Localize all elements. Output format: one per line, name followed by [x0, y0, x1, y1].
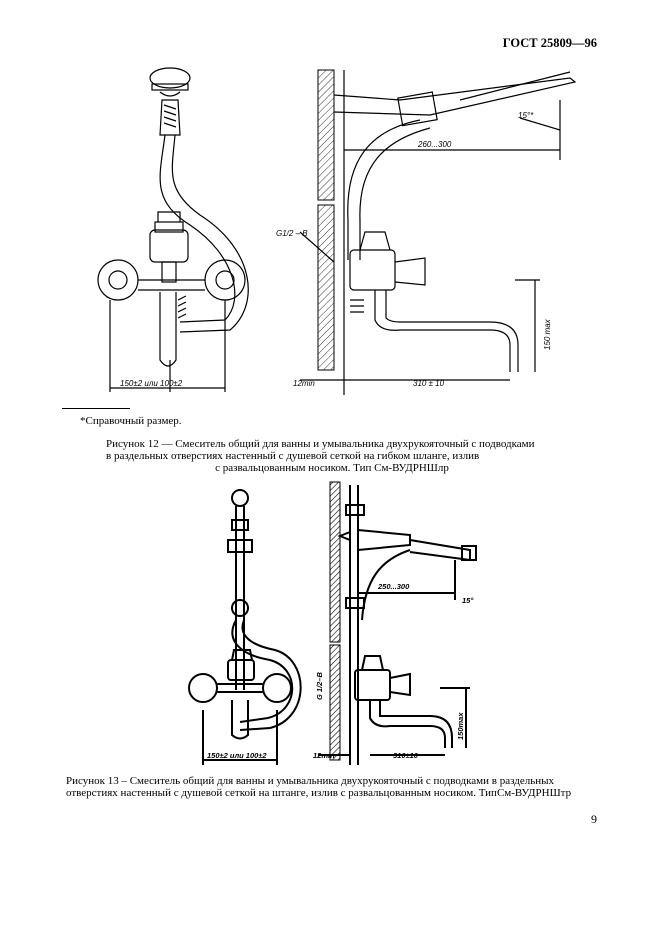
fig12-reach-dim: 260...300 — [417, 140, 452, 149]
fig12-angle-dim: 15°* — [518, 111, 534, 120]
left-handle-icon — [97, 259, 139, 301]
caption12-line1: Рисунок 12 — Смеситель общий для ванны и… — [106, 438, 535, 450]
fig13-height-dim: 150max — [456, 712, 465, 740]
page-number: 9 — [591, 812, 597, 826]
fig13-thread-dim: G 1/2–B — [315, 671, 324, 700]
fig13-left-width-dim: 150±2 или 100±2 — [207, 751, 267, 760]
footnote-rule — [62, 408, 130, 409]
fig12-spout-reach-dim: 310 ± 10 — [413, 379, 445, 388]
fig13-angle-dim: 15° — [462, 596, 474, 605]
figure-12-drawing: 150±2 или 100±2 15°* 260...300 G1/2 – B … — [97, 67, 577, 395]
fig12-height-dim: 150 max — [543, 318, 552, 350]
right-handle-icon — [262, 673, 292, 703]
caption13-line2: отверстиях настенный с душевой сеткой на… — [66, 787, 572, 799]
figure-13-drawing: 150±2 или 100±2 250...300 15° G 1/2–B 12… — [188, 481, 477, 765]
footnote: *Справочный размер. — [80, 415, 182, 427]
fig13-spout-reach-dim: 310±10 — [393, 751, 419, 760]
shower-head-icon — [149, 67, 191, 89]
shower-head-icon — [227, 539, 253, 553]
fig13-reach-dim: 250...300 — [377, 582, 410, 591]
fig13-wall-dim: 12min — [313, 751, 335, 760]
figure-13-caption: Рисунок 13 – Смеситель общий для ванны и… — [66, 775, 600, 799]
bar-top-knob-icon — [231, 489, 249, 507]
standard-header: ГОСТ 25809—96 — [502, 36, 597, 50]
caption13-line1: Рисунок 13 – Смеситель общий для ванны и… — [66, 775, 555, 787]
caption12-line2: в раздельных отверстиях настенный с душе… — [106, 450, 480, 462]
figure-12-caption: Рисунок 12 — Смеситель общий для ванны и… — [106, 438, 558, 474]
caption12-line3: с развальцованным носиком. Тип См-ВУДРНШ… — [215, 462, 449, 474]
right-handle-icon — [204, 259, 246, 301]
fig12-wall-dim: 12min — [293, 379, 315, 388]
fig12-left-width-dim: 150±2 или 100±2 — [120, 379, 183, 388]
hose-icon — [159, 134, 236, 323]
fig12-thread-dim: G1/2 – B — [276, 229, 308, 238]
left-handle-icon — [188, 673, 218, 703]
